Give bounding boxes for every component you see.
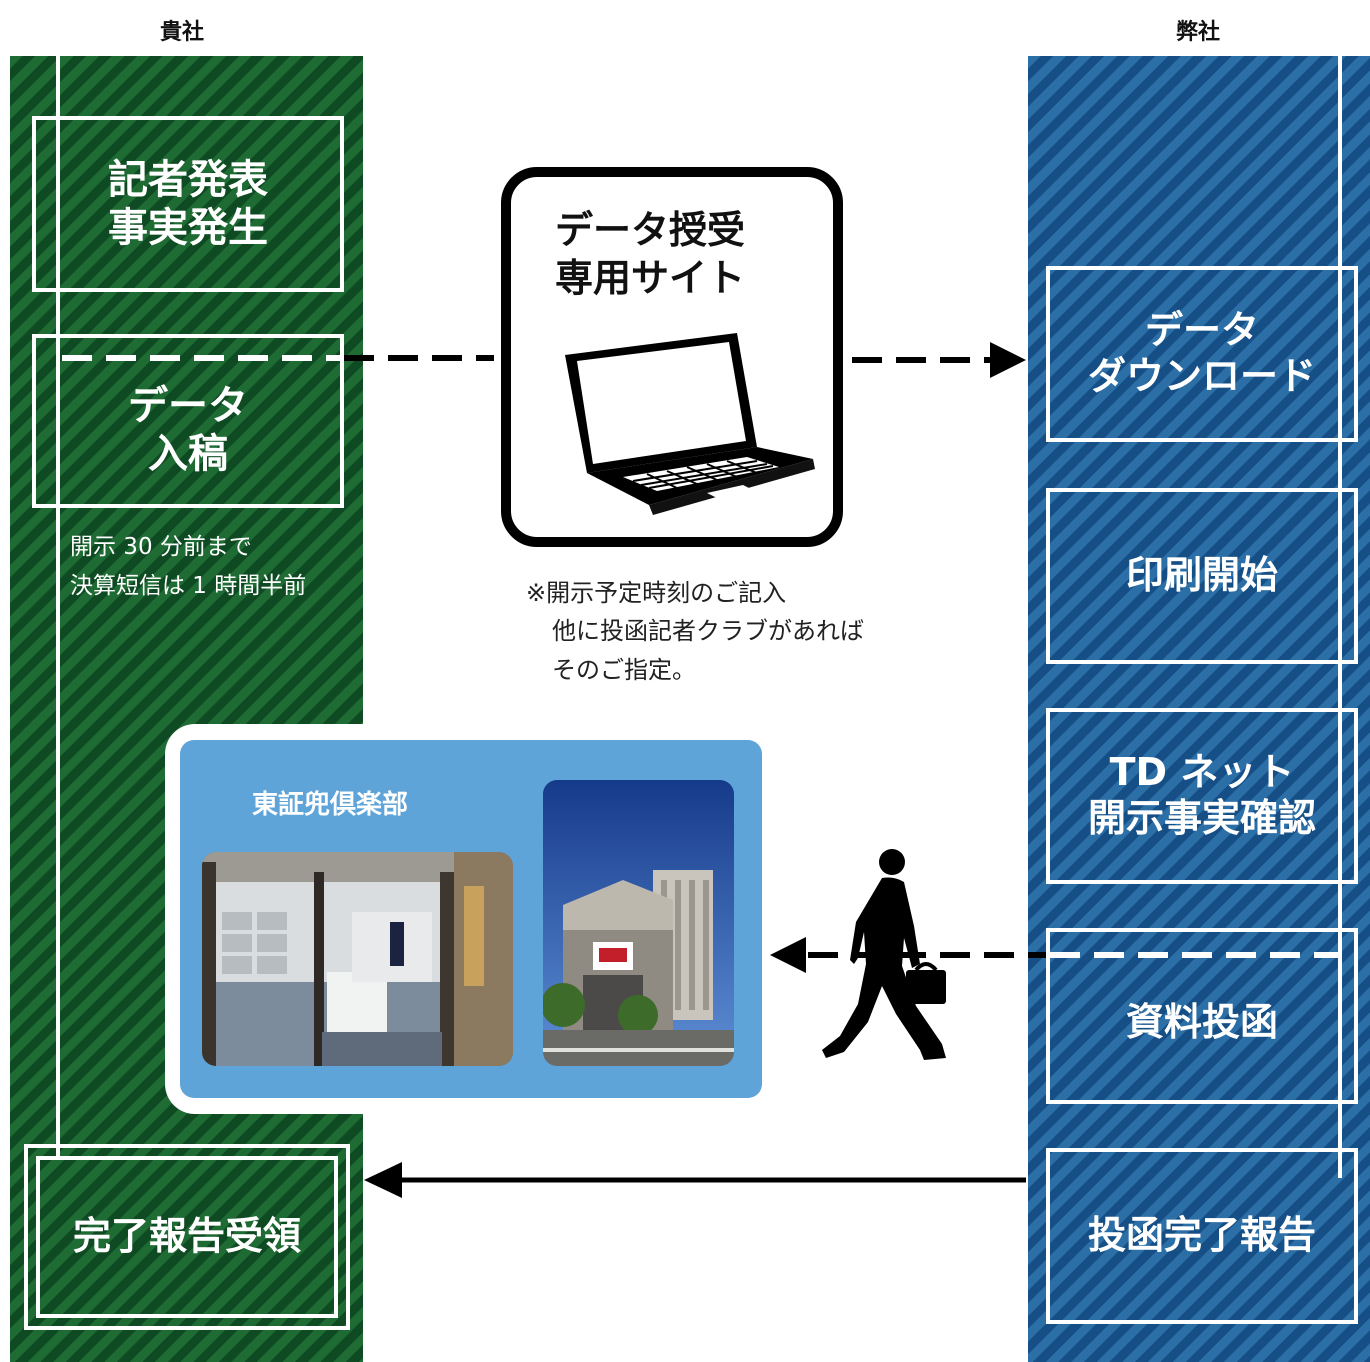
step-print: 印刷開始 bbox=[1046, 488, 1358, 664]
site-note: ※開示予定時刻のご記入 他に投函記者クラブがあれば そのご指定。 bbox=[526, 574, 864, 689]
submit-deadline-line1: 開示 30 分前まで bbox=[70, 534, 252, 560]
club-name: 東証兜倶楽部 bbox=[252, 790, 409, 820]
step-download-line1: データ bbox=[1144, 308, 1259, 353]
laptop-icon bbox=[565, 333, 815, 515]
step-done-outer bbox=[24, 1144, 350, 1330]
club-room-image bbox=[202, 852, 513, 1066]
right-column-title: 弊社 bbox=[1176, 20, 1221, 45]
site-title: データ授受 専用サイト bbox=[555, 207, 745, 302]
step-td-check-line2: 開示事実確認 bbox=[1087, 796, 1316, 840]
report-to-done-arrowhead bbox=[364, 1162, 402, 1198]
exchange-building-photo bbox=[543, 780, 734, 1066]
step-announce-line2: 事実発生 bbox=[108, 205, 268, 251]
step-announce-line1: 記者発表 bbox=[108, 157, 268, 203]
step-submit-line2: 入稿 bbox=[148, 431, 228, 477]
step-download: データ ダウンロード bbox=[1046, 266, 1358, 442]
site-note-line2: 他に投函記者クラブがあれば bbox=[552, 617, 864, 646]
site-note-line1: ※開示予定時刻のご記入 bbox=[526, 579, 787, 607]
step-td-check-line1: TD ネット bbox=[1109, 750, 1295, 795]
walking-businessman-icon bbox=[822, 849, 946, 1060]
step-report-label: 投函完了報告 bbox=[1087, 1213, 1316, 1258]
company-lane-line bbox=[1338, 56, 1342, 1178]
site-title-line1: データ授受 bbox=[555, 208, 746, 252]
step-deliver-label: 資料投函 bbox=[1125, 1000, 1278, 1045]
client-lane-line bbox=[56, 56, 60, 1156]
submit-deadline-line2: 決算短信は 1 時間半前 bbox=[70, 573, 307, 600]
step-announce: 記者発表 事実発生 bbox=[32, 116, 344, 292]
step-td-check: TD ネット 開示事実確認 bbox=[1046, 708, 1358, 884]
step-submit-line1: データ bbox=[128, 383, 248, 429]
step-done-label: 完了報告受領 bbox=[72, 1214, 301, 1259]
step-print-label: 印刷開始 bbox=[1125, 553, 1278, 598]
step-download-line2: ダウンロード bbox=[1087, 354, 1316, 398]
step-submit: データ 入稿 bbox=[32, 334, 344, 508]
step-deliver: 資料投函 bbox=[1046, 928, 1358, 1104]
site-to-download-arrowhead bbox=[990, 342, 1026, 378]
data-exchange-site-card: データ授受 専用サイト bbox=[501, 167, 843, 547]
site-title-line2: 専用サイト bbox=[555, 255, 746, 300]
step-report: 投函完了報告 bbox=[1046, 1148, 1358, 1324]
left-column-title: 貴社 bbox=[160, 20, 205, 45]
site-note-line3: そのご指定。 bbox=[552, 655, 696, 684]
submit-deadline-note: 開示 30 分前まで 決算短信は 1 時間半前 bbox=[70, 528, 306, 606]
step-done: 完了報告受領 bbox=[36, 1156, 338, 1318]
deliver-to-club-arrowhead bbox=[770, 937, 806, 973]
club-room-photo bbox=[202, 852, 513, 1066]
exchange-building-image bbox=[543, 780, 734, 1066]
